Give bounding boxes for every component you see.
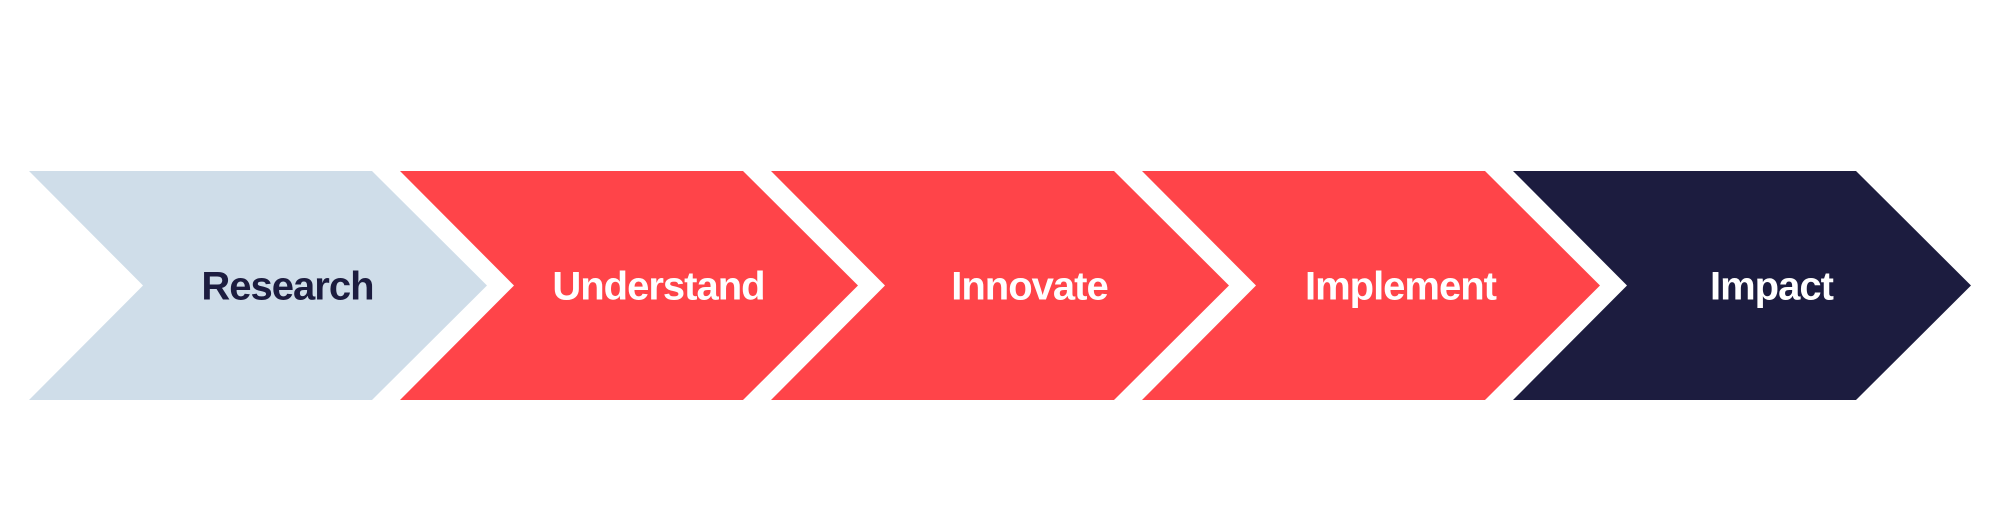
chevron-shape [1142,171,1600,400]
chevron-shape [771,171,1229,400]
step-implement: Implement [1142,171,1600,400]
step-label: Understand [552,265,764,309]
chevron-shape [1513,171,1971,400]
chevron-shape [29,171,487,400]
step-label: Impact [1710,265,1834,309]
step-impact: Impact [1513,171,1971,400]
step-innovate: Innovate [771,171,1229,400]
chevron-shape [400,171,858,400]
step-research: Research [29,171,487,400]
step-label: Innovate [951,265,1107,309]
step-understand: Understand [400,171,858,400]
step-label: Research [201,265,373,309]
step-label: Implement [1305,265,1497,309]
